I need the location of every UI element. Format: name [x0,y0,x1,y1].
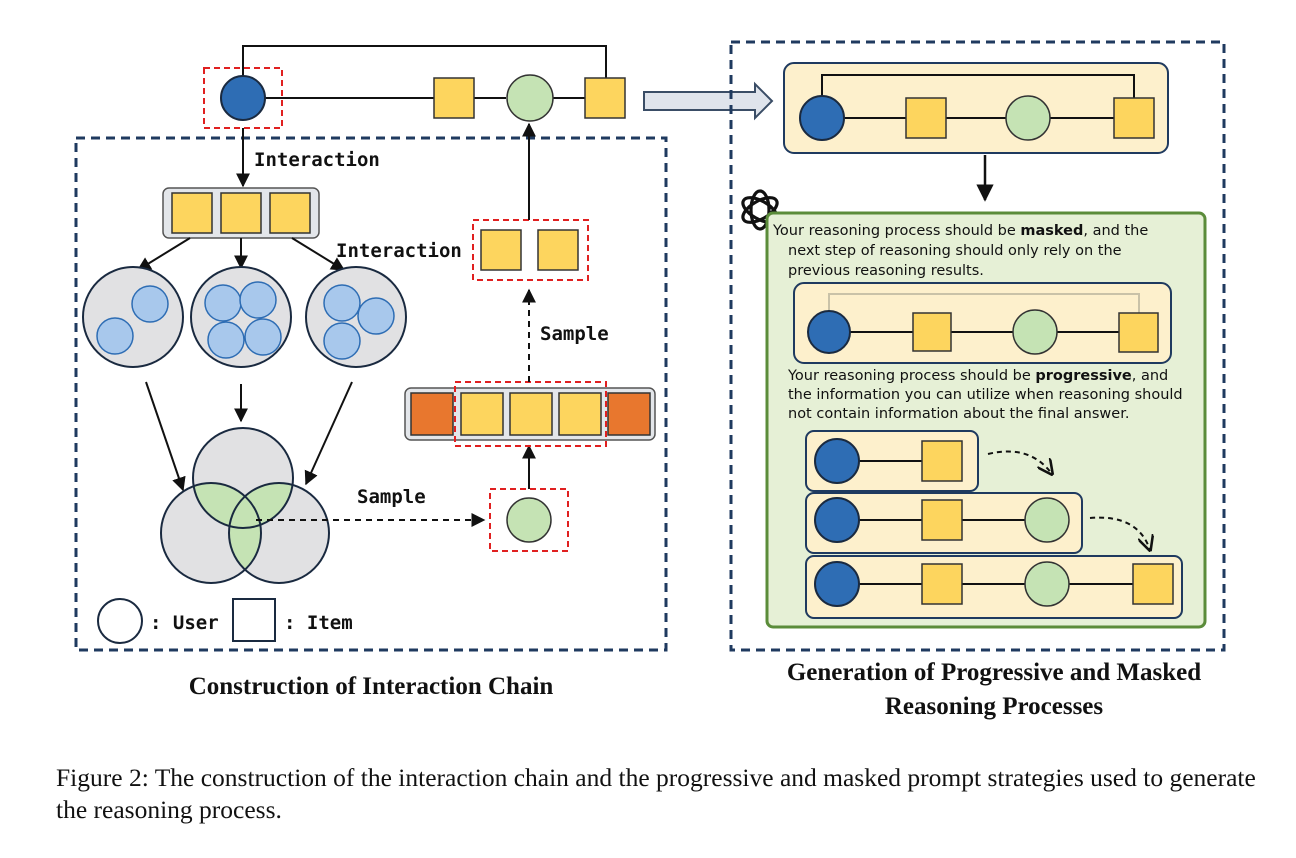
user-group [82,266,184,368]
right-panel-title-line2: Reasoning Processes [885,693,1104,720]
sampled-user-node [506,497,552,543]
svg-text:Your reasoning process should: Your reasoning process should be progres… [787,368,1168,384]
left-panel-border [74,136,668,652]
progressive-prompt-text: Your reasoning process should be progres… [787,368,1183,422]
svg-text:Your reasoning process should: Your reasoning process should be masked,… [772,223,1148,239]
figure-caption: Figure 2: The construction of the intera… [56,763,1256,824]
legend-item-label: : Item [284,612,353,634]
left-panel-title: Construction of Interaction Chain [189,673,554,700]
interaction-label: Interaction [254,149,380,171]
progressive-chain-step-1 [805,430,979,492]
legend-user-label: : User [150,612,219,634]
item-node [584,77,626,119]
transfer-arrow [643,81,774,121]
venn-intersection [160,427,330,584]
svg-text:next step of reasoning should: next step of reasoning should only rely … [788,243,1122,259]
interaction-label: Interaction [336,240,462,262]
sample-label: Sample [540,323,609,345]
svg-text:the information you can utiliz: the information you can utilize when rea… [788,387,1183,403]
target-chain [783,62,1169,154]
progressive-chain-step-3 [805,555,1183,619]
item-sequence [404,381,656,447]
sampled-user-node [506,74,554,122]
right-panel-title-line1: Generation of Progressive and Masked [787,659,1201,686]
progressive-chain-step-2 [805,492,1083,554]
svg-text:previous reasoning results.: previous reasoning results. [788,263,984,279]
user-node [220,75,266,121]
right-panel-border [729,40,1226,652]
masked-prompt-text: Your reasoning process should be masked,… [772,223,1148,279]
masked-chain [793,282,1172,364]
openai-logo-icon [741,189,779,231]
legend: : User : Item [97,598,353,644]
legend-user-symbol [97,598,143,644]
interacted-items-group [162,187,320,239]
item-node [433,77,475,119]
top-interaction-chain [203,45,626,129]
user-group [305,266,407,368]
sampled-items [472,219,589,281]
sample-label: Sample [357,486,426,508]
selected-user-box [203,67,283,129]
legend-item-symbol [232,598,276,642]
svg-text:not contain information about: not contain information about the final … [788,406,1129,422]
diagram-canvas: Interaction Interaction [74,40,1226,720]
user-group [190,266,292,368]
